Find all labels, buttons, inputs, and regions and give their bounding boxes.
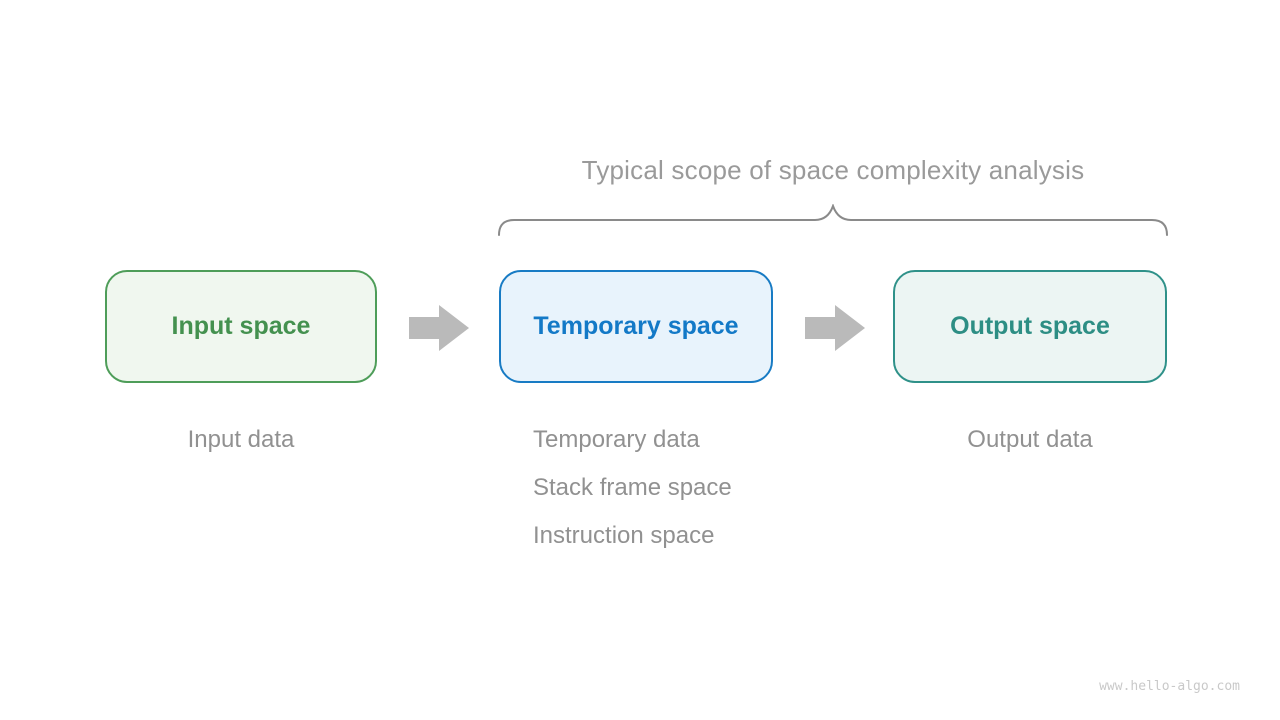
temporary-annotations: Temporary data Stack frame space Instruc… [533,416,732,560]
right-arrow-icon [805,305,865,351]
input-space-box: Input space [105,270,377,383]
instruction-space-annotation: Instruction space [533,522,715,549]
temporary-data-annotation: Temporary data [533,426,700,453]
input-data-annotation: Input data [187,426,295,453]
input-space-label: Input space [171,312,311,340]
watermark: www.hello-algo.com [1099,679,1240,694]
temporary-space-label: Temporary space [533,312,739,340]
temporary-space-box: Temporary space [499,270,773,383]
output-space-box: Output space [893,270,1167,383]
diagram-title: Typical scope of space complexity analys… [581,155,1085,185]
stack-frame-space-annotation: Stack frame space [533,474,732,501]
output-space-label: Output space [950,312,1110,340]
right-arrow-icon [409,305,469,351]
output-data-annotation: Output data [967,426,1093,453]
brace-bracket-icon [498,204,1168,236]
